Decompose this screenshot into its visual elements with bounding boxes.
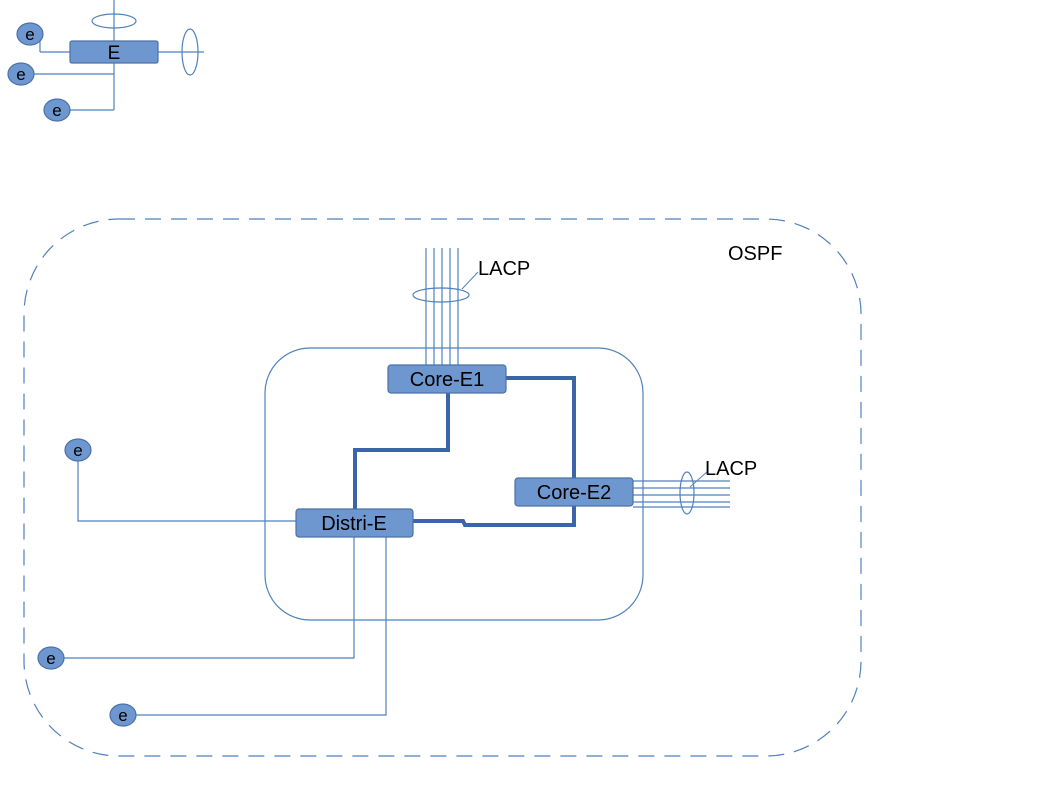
legend-lacp-ellipse [181,28,199,76]
legend-endpoint [43,98,71,122]
node-label: Distri-E [321,513,387,535]
endpoint-label: e [118,706,127,725]
legend: E e e e [7,0,204,122]
endpoint-circle [37,646,65,670]
node-distri-e: Distri-E [295,508,414,538]
link-core-e1-core-e2 [506,376,576,478]
node-core-e2: Core-E2 [514,477,634,507]
top-lacp-bundle: LACP [412,248,530,366]
endpoint-label: e [73,441,82,460]
node-box [295,508,414,538]
legend-endpoint-label: e [52,101,61,120]
legend-endpoint-label: e [16,65,25,84]
link-endpoint-1 [77,450,296,522]
lacp-callout-line [461,271,479,290]
right-lacp-bundle: LACP [633,458,757,515]
endpoint-circle [109,703,137,727]
ospf-area-label: OSPF [728,243,782,265]
node-box [514,477,634,507]
link-endpoint-3 [123,537,387,716]
link-core-e1-distri-e [353,392,450,509]
legend-endpoint-label: e [25,25,34,44]
link-endpoint-2 [51,537,355,659]
lacp-label-right: LACP [705,458,757,480]
legend-lacp-ellipse [91,13,137,29]
endpoint-3: e [109,703,137,727]
legend-endpoint [7,62,35,86]
lacp-ellipse [679,471,695,515]
endpoint-1: e [64,438,92,462]
endpoint-2: e [37,646,65,670]
core-container [264,347,644,621]
lacp-callout-line [689,470,709,488]
node-box [387,364,507,394]
node-label: Core-E1 [410,369,484,391]
legend-node-box [69,40,159,64]
legend-endpoint [16,22,44,46]
link-distri-e-core-e2 [413,505,576,527]
node-label: Core-E2 [537,482,611,504]
endpoint-label: e [46,649,55,668]
ospf-area-boundary [23,218,862,757]
lacp-label-top: LACP [478,258,530,280]
legend-node-label: E [108,43,121,64]
node-core-e1: Core-E1 [387,364,507,394]
endpoint-circle [64,438,92,462]
lacp-ellipse [412,287,470,303]
